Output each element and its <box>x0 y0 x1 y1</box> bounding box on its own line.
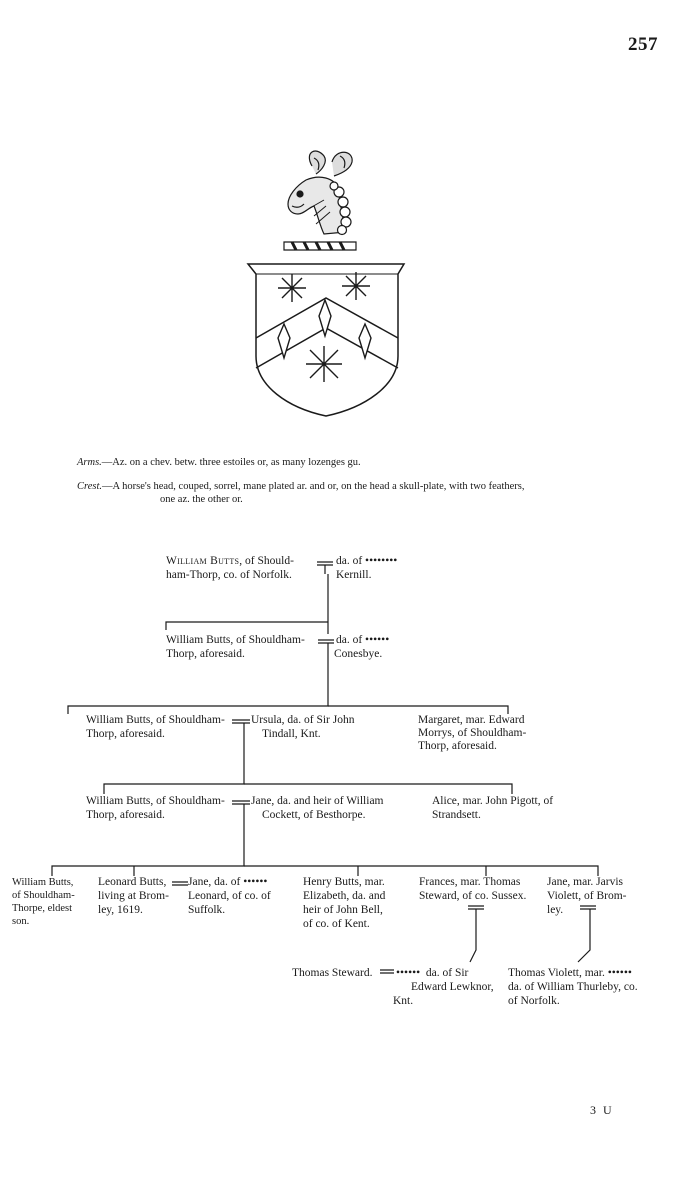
gen5-leonard-line1: Leonard Butts, <box>98 876 166 890</box>
gen5-eldest-line3: Thorpe, eldest <box>12 902 72 915</box>
gen5-leonard-wife-line3: Suffolk. <box>188 904 225 918</box>
gen5-frances-line2: Steward, of co. Sussex. <box>419 890 526 904</box>
gen4-husband-line2: Thorp, aforesaid. <box>86 809 165 823</box>
gen1-husband-line1: , of Should- <box>239 555 294 567</box>
gen6-steward-wife-line1: •••••• da. of Sir <box>396 967 468 981</box>
gen5-henry-line1: Henry Butts, mar. <box>303 876 385 890</box>
gen3-sister-line3: Thorp, aforesaid. <box>418 740 497 754</box>
gen5-henry-line4: of co. of Kent. <box>303 918 370 932</box>
gen6-violett-line2: da. of William Thurleby, co. <box>508 981 638 995</box>
gen3-husband-line1: William Butts, of Shouldham- <box>86 714 225 728</box>
gen1-husband-line2: ham-Thorp, co. of Norfolk. <box>166 569 292 583</box>
gen6-violett-line3: of Norfolk. <box>508 995 560 1009</box>
gen3-sister-line1: Margaret, mar. Edward <box>418 714 524 728</box>
gen6-steward-husband: Thomas Steward. <box>292 967 372 981</box>
gen5-eldest-line1: William Butts, <box>12 876 73 889</box>
gen4-husband-line1: William Butts, of Shouldham- <box>86 795 225 809</box>
gen1-husband-name: William Butts <box>166 555 239 567</box>
gen3-wife-line1: Ursula, da. of Sir John <box>251 714 355 728</box>
gen2-husband-line1: William Butts, of Shouldham- <box>166 634 305 648</box>
signature-mark: 3 U <box>590 1104 614 1118</box>
gen6-steward-wife-line3: Knt. <box>393 995 413 1009</box>
gen6-steward-wife-line2: Edward Lewknor, <box>411 981 494 995</box>
gen4-wife-line1: Jane, da. and heir of William <box>251 795 384 809</box>
gen1-wife-line1: da. of •••••••• <box>336 555 397 569</box>
gen6-violett-line1: Thomas Violett, mar. •••••• <box>508 967 632 981</box>
gen5-henry-line2: Elizabeth, da. and <box>303 890 385 904</box>
gen2-husband-line2: Thorp, aforesaid. <box>166 648 245 662</box>
gen5-jane-line3: ley. <box>547 904 563 918</box>
gen1-husband: William Butts, of Should- <box>166 555 294 569</box>
gen5-eldest-line2: of Shouldham- <box>12 889 75 902</box>
gen5-jane-line2: Violett, of Brom- <box>547 890 626 904</box>
gen5-leonard-line2: living at Brom- <box>98 890 169 904</box>
gen3-sister-line2: Morrys, of Shouldham- <box>418 727 526 741</box>
gen5-jane-line1: Jane, mar. Jarvis <box>547 876 623 890</box>
gen5-leonard-wife-line2: Leonard, of co. of <box>188 890 271 904</box>
gen3-wife-line2: Tindall, Knt. <box>262 728 321 742</box>
gen5-leonard-line3: ley, 1619. <box>98 904 143 918</box>
gen5-henry-line3: heir of John Bell, <box>303 904 383 918</box>
gen2-wife-line1: da. of •••••• <box>336 634 389 648</box>
gen4-sister-line2: Strandsett. <box>432 809 481 823</box>
gen2-wife-line2: Conesbye. <box>334 648 382 662</box>
gen5-leonard-wife-line1: Jane, da. of •••••• <box>188 876 267 890</box>
gen5-eldest-line4: son. <box>12 915 29 928</box>
gen4-wife-line2: Cockett, of Besthorpe. <box>262 809 365 823</box>
gen1-wife-line2: Kernill. <box>336 569 371 583</box>
gen5-frances-line1: Frances, mar. Thomas <box>419 876 520 890</box>
gen3-husband-line2: Thorp, aforesaid. <box>86 728 165 742</box>
gen4-sister-line1: Alice, mar. John Pigott, of <box>432 795 553 809</box>
